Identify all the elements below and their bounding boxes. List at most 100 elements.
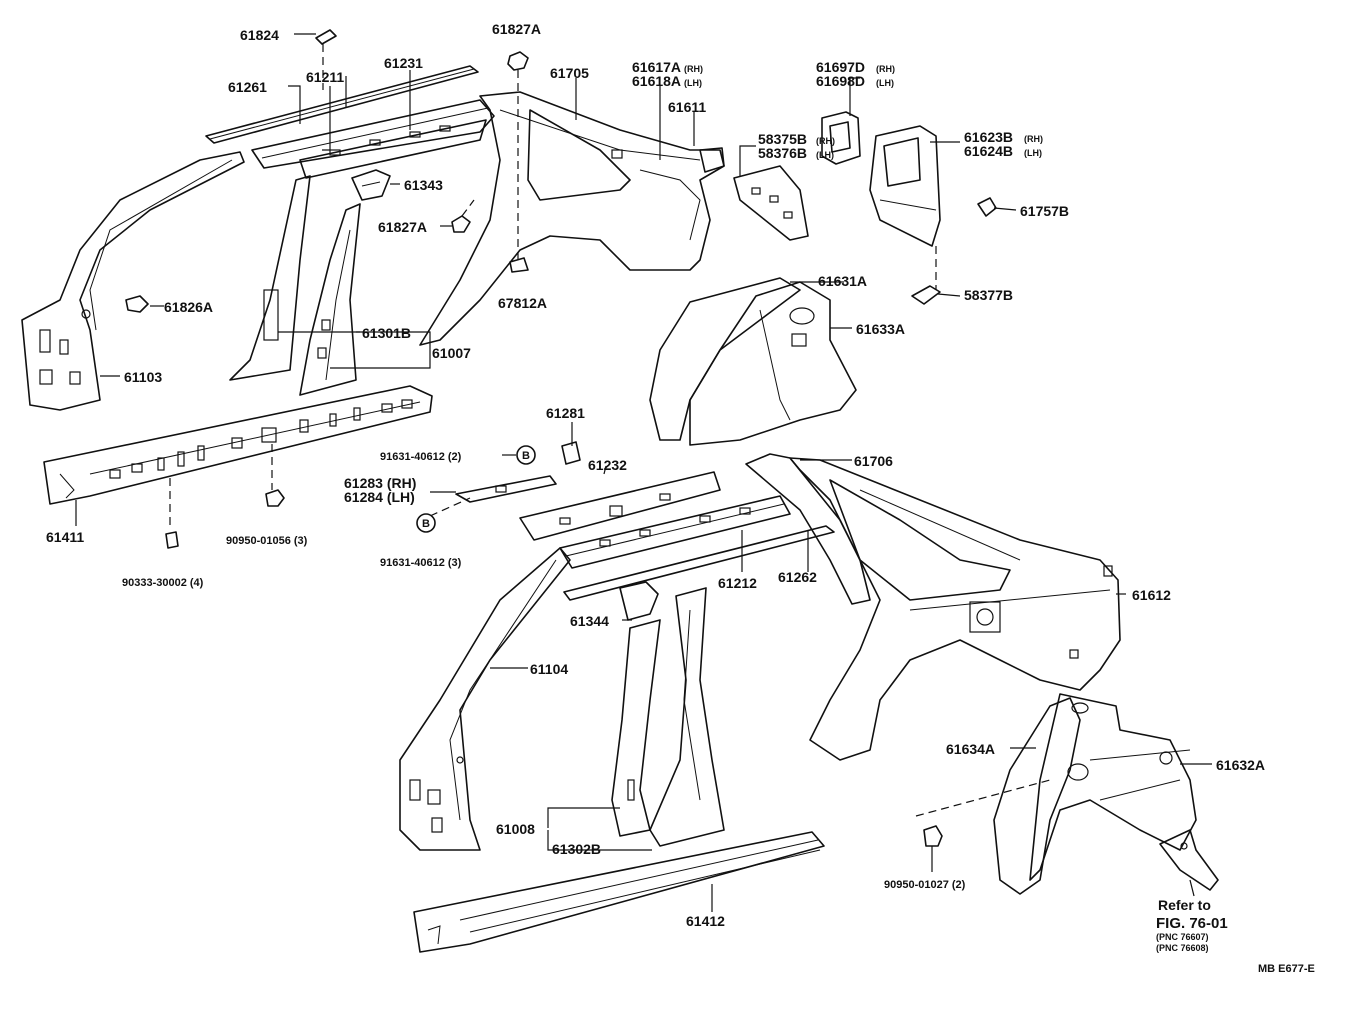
label-58375B: 58375B [758,131,807,147]
label-61412: 61412 [686,913,725,929]
part-61632A [1029,693,1197,881]
label-61632A: 61632A [1216,757,1265,773]
label-61624B-lh: (LH) [1024,148,1042,158]
label-61281: 61281 [546,405,585,421]
dash-61827A-mid [461,199,475,217]
label-61634A: 61634A [946,741,995,757]
label-61633A: 61633A [856,321,905,337]
part-61623B-61624B [869,125,941,247]
label-61617A: 61617A [632,59,681,75]
label-61231: 61231 [384,55,423,71]
part-61232 [519,471,721,541]
label-61623B-rh: (RH) [1024,134,1043,144]
label-61284: 61284 (LH) [344,489,415,505]
label-58377B: 58377B [964,287,1013,303]
part-61343 [351,169,391,201]
label-90333-30002: 90333-30002 (4) [122,577,204,589]
label-61618A: 61618A [632,73,681,89]
part-61008 [611,619,661,837]
part-61302B [649,587,725,847]
label-91631-top: 91631-40612 (2) [380,451,462,463]
label-fig: FIG. 76-01 [1156,915,1228,932]
label-61706: 61706 [854,453,893,469]
label-61411: 61411 [46,529,84,545]
bolt-symbol-bottom: B [416,513,436,533]
label-58375B-rh: (RH) [816,136,835,146]
dash-91631-bot [429,497,471,517]
label-61301B: 61301B [362,325,411,341]
label-61697D: 61697D [816,59,865,75]
part-61827A-top [507,51,529,71]
label-90950-01056: 90950-01056 (3) [226,535,308,547]
part-90333-30002 [165,531,179,549]
label-90950-01027: 90950-01027 (2) [884,879,966,891]
label-61698D: 61698D [816,73,865,89]
label-61008: 61008 [496,821,535,837]
label-61104: 61104 [530,661,568,677]
part-61411 [43,385,433,505]
label-61623B: 61623B [964,129,1013,145]
leader-lines [75,33,1212,912]
part-61261 [205,65,479,144]
part-90950-01027 [923,825,943,847]
label-61705: 61705 [550,65,589,81]
label-61612: 61612 [1132,587,1171,603]
label-refer-to: Refer to [1158,897,1211,913]
part-61612 [789,457,1121,761]
label-pnc2: (PNC 76608) [1156,943,1209,953]
part-61103 [21,151,245,411]
bolt-letter-bottom: B [422,518,430,530]
part-61826A [125,295,149,313]
label-61824: 61824 [240,27,279,43]
label-61697D-rh: (RH) [876,64,895,74]
part-61412 [413,831,825,953]
dash-90950-01027 [915,779,1051,817]
label-61827A-top: 61827A [492,21,541,37]
label-61617A-rh: (RH) [684,64,703,74]
part-67812A [509,257,529,273]
label-61007: 61007 [432,345,471,361]
part-61007 [299,203,361,396]
part-58377B [911,285,941,305]
label-61262: 61262 [778,569,817,585]
part-61697D-61698D [821,111,861,165]
part-61281 [561,441,581,465]
part-mud-guard-ref [1159,829,1219,891]
bolt-symbol-top: B [516,445,536,465]
label-61611: 61611 [668,99,706,115]
drawing-code: MB E677-E [1258,963,1315,975]
part-61212 [559,495,791,569]
part-61344 [619,581,659,621]
label-61698D-lh: (LH) [876,78,894,88]
part-61634A [993,697,1081,895]
label-61302B: 61302B [552,841,601,857]
part-61631A [649,277,801,441]
label-61757B: 61757B [1020,203,1069,219]
label-61343: 61343 [404,177,443,193]
part-61262 [563,525,835,601]
label-61344: 61344 [570,613,609,629]
label-pnc1: (PNC 76607) [1156,932,1209,942]
label-58376B-lh: (LH) [816,150,834,160]
part-labels: 61824 61827A 61261 61211 61231 61705 616… [46,21,1315,975]
label-67812A: 67812A [498,295,547,311]
label-61631A: 61631A [818,273,867,289]
label-58376B: 58376B [758,145,807,161]
label-61212: 61212 [718,575,757,591]
part-61211-61231 [251,99,495,179]
label-61261: 61261 [228,79,267,95]
part-61611 [699,147,725,173]
label-61827A-mid: 61827A [378,219,427,235]
label-61617A-num: 61617A [632,59,681,75]
label-61283: 61283 (RH) [344,475,416,491]
part-61283-61284 [455,475,557,503]
part-61104 [399,547,571,851]
part-61824 [315,29,337,45]
label-61232: 61232 [588,457,627,473]
label-61624B: 61624B [964,143,1013,159]
label-91631-bot: 91631-40612 (3) [380,557,462,569]
part-58375B-58376B [733,165,809,241]
label-61211: 61211 [306,69,344,85]
part-90950-01056 [265,489,285,507]
